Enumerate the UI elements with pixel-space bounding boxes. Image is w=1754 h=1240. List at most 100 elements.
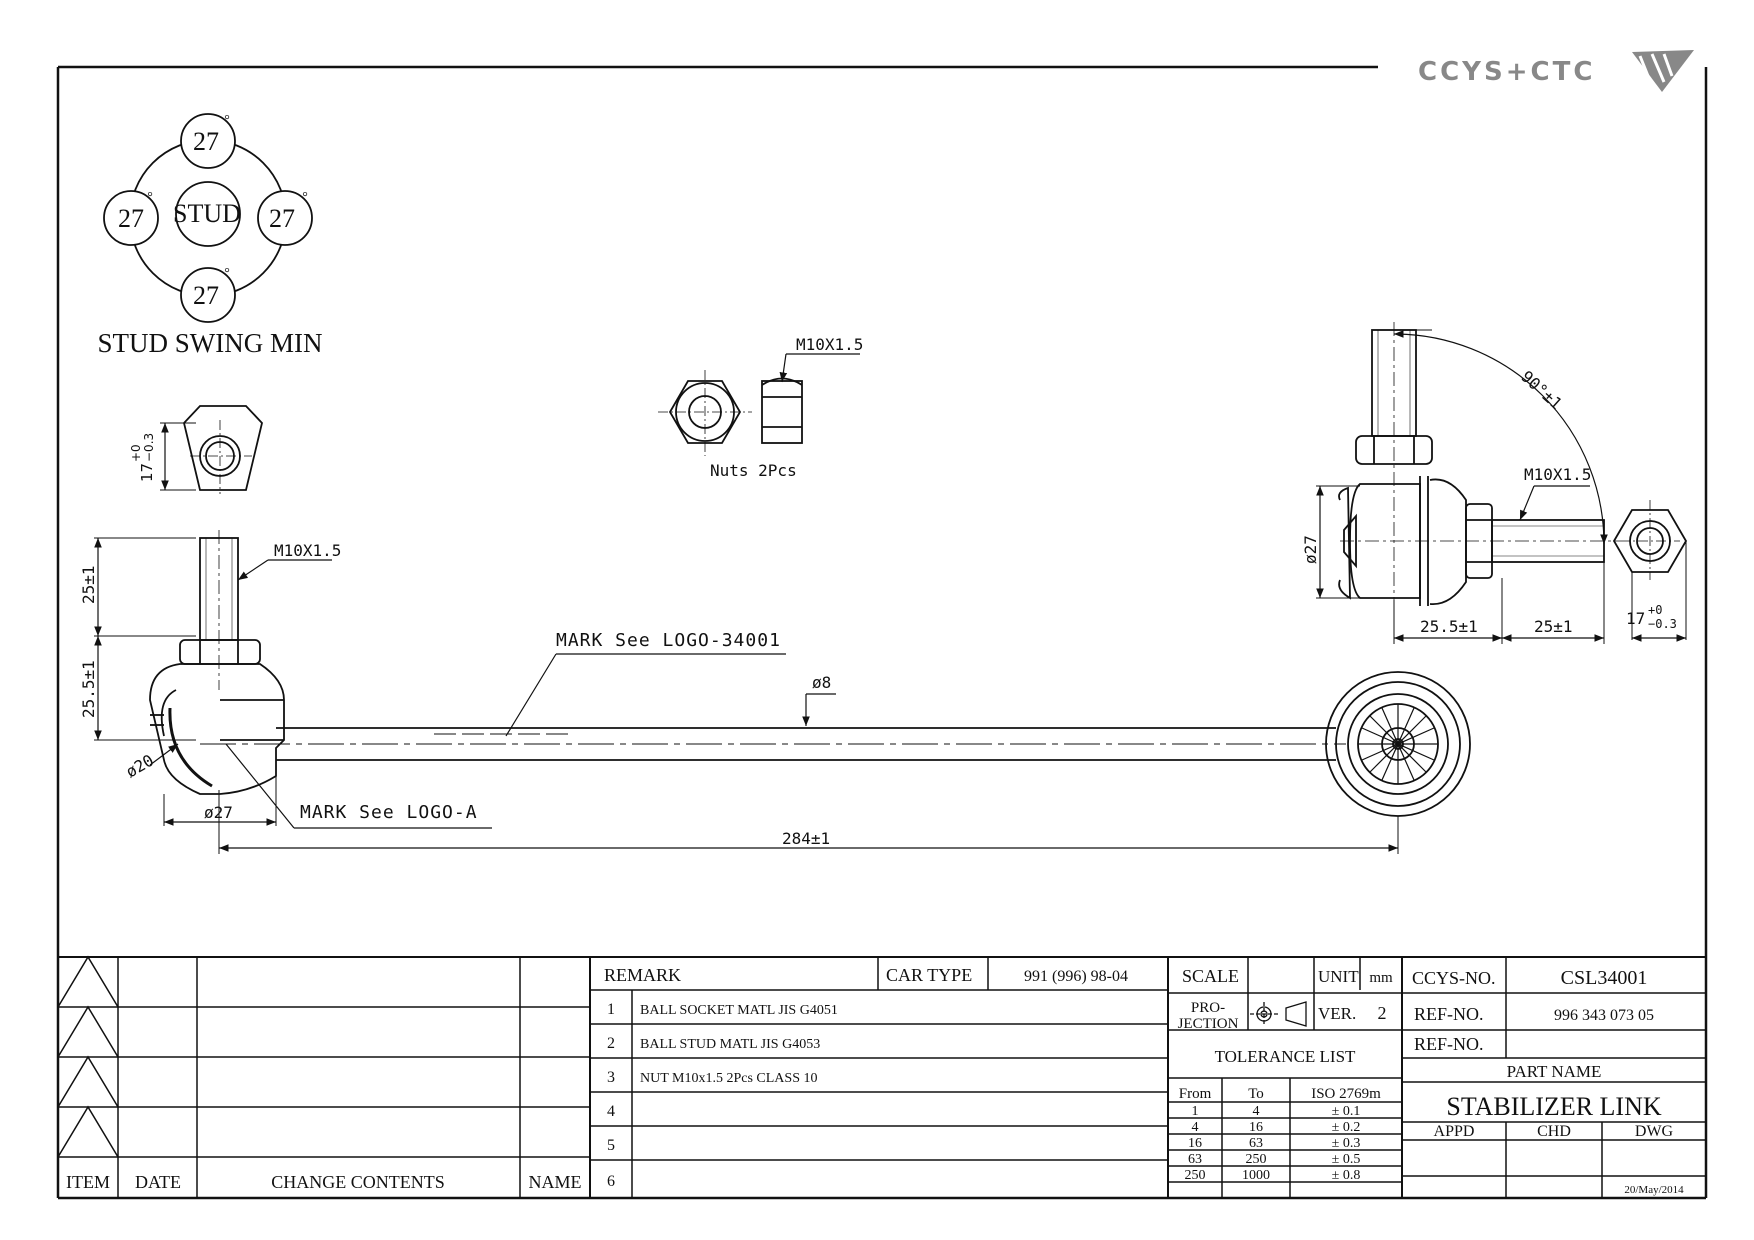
socket-dia-right-label: ø27 [1301, 535, 1320, 564]
svg-text:CCYS+CTC: CCYS+CTC [1418, 57, 1595, 87]
swing-angle-bottom: 27 [193, 281, 219, 310]
svg-text:2: 2 [607, 1035, 615, 1052]
stud-swing-title: STUD SWING MIN [98, 328, 323, 358]
title-block-text: ITEM DATE CHANGE CONTENTS NAME REMARK CA… [66, 965, 1393, 1192]
nut-hex-left-dim: 17 +0 −0.3 [129, 433, 156, 482]
brand-logo: CCYS+CTC [1418, 50, 1694, 92]
svg-text:PRO-: PRO- [1191, 1000, 1225, 1016]
unit-label: UNIT [1318, 967, 1359, 986]
ver-label: VER. [1318, 1004, 1356, 1023]
ccys-no-label: CCYS-NO. [1412, 968, 1496, 988]
tol-row-tol: ± 0.8 [1332, 1168, 1361, 1183]
svg-text:+0: +0 [1648, 603, 1662, 617]
stabilizer-rod [200, 727, 1346, 761]
thread-nuts-label: M10X1.5 [796, 335, 863, 354]
svg-text:−0.3: −0.3 [142, 433, 156, 462]
ccys-no-value: CSL34001 [1561, 967, 1648, 989]
ver-value: 2 [1378, 1003, 1387, 1023]
col-name: NAME [529, 1172, 582, 1192]
mark-logo-a-label: MARK See LOGO-A [300, 802, 478, 823]
thread-left-label: M10X1.5 [274, 541, 341, 560]
nuts-qty-label: Nuts 2Pcs [710, 461, 797, 480]
dimension-texts: 25±1 25.5±1 M10X1.5 ø20 ø27 284±1 MARK S… [79, 367, 1677, 848]
tol-row-tol: ± 0.1 [1332, 1104, 1361, 1119]
car-type-label: CAR TYPE [886, 965, 972, 985]
projection-label: JECTION [1178, 1016, 1239, 1032]
appd-label: APPD [1434, 1123, 1475, 1140]
nut-hex-right [1612, 500, 1688, 640]
drawing-date: 20/May/2014 [1624, 1184, 1684, 1196]
ref-no-label-1: REF-NO. [1414, 1004, 1484, 1024]
svg-text:°: ° [302, 190, 308, 205]
tol-row-tol: ± 0.5 [1332, 1152, 1361, 1167]
swing-angle-top: 27 [193, 127, 219, 156]
ref-no-value-1: 996 343 073 05 [1554, 1007, 1654, 1024]
right-eye-socket [1325, 671, 1471, 817]
socket-height-left: 25.5±1 [79, 660, 98, 718]
ball-dia-label: ø20 [123, 751, 158, 782]
col-date: DATE [135, 1172, 181, 1192]
svg-text:17: 17 [138, 463, 156, 482]
remark-row-3: NUT M10x1.5 2Pcs CLASS 10 [640, 1071, 818, 1086]
tol-row-from: 1 [1192, 1104, 1199, 1119]
mark-logo-rod-label: MARK See LOGO-34001 [556, 630, 781, 651]
part-name-label: PART NAME [1507, 1062, 1602, 1081]
svg-text:3: 3 [607, 1069, 615, 1086]
remark-row-1: BALL SOCKET MATL JIS G4051 [640, 1003, 838, 1018]
tol-row-from: 250 [1185, 1168, 1206, 1183]
brand-mark-icon [1632, 50, 1694, 92]
dimension-lines [94, 329, 1686, 854]
socket-dia-label: ø27 [204, 803, 233, 822]
swing-angle-left: 27 [118, 204, 144, 233]
stud-length-left: 25±1 [79, 565, 98, 604]
nut-hex-right-label: 17 [1626, 609, 1645, 628]
stud-swing-diagram [103, 113, 313, 323]
remark-row-2: BALL STUD MATL JIS G4053 [640, 1037, 820, 1052]
tol-row-from: 16 [1188, 1136, 1202, 1151]
svg-text:ISO 2769m: ISO 2769m [1311, 1086, 1381, 1102]
svg-text:6: 6 [607, 1173, 615, 1190]
svg-text:1: 1 [607, 1001, 615, 1018]
svg-text:5: 5 [607, 1137, 615, 1154]
remark-label: REMARK [604, 965, 681, 985]
left-ball-joint [149, 530, 285, 795]
tol-row-tol: ± 0.2 [1332, 1120, 1361, 1135]
tol-row-from: 63 [1188, 1152, 1202, 1167]
dwg-label: DWG [1635, 1123, 1674, 1140]
title-block-grid [57, 955, 1706, 1198]
rod-dia-label: ø8 [812, 673, 831, 692]
svg-text:°: ° [224, 266, 230, 281]
sheet-border [56, 65, 1708, 1200]
chd-label: CHD [1537, 1123, 1571, 1140]
tol-row-to: 4 [1253, 1104, 1260, 1119]
swing-angle-right: 27 [269, 204, 295, 233]
svg-text:From: From [1179, 1086, 1212, 1102]
overall-length-label: 284±1 [782, 829, 830, 848]
part-name-value: STABILIZER LINK [1446, 1092, 1661, 1121]
unit-value: mm [1369, 970, 1393, 986]
svg-text:−0.3: −0.3 [1648, 617, 1677, 631]
nut-hex-left [160, 405, 263, 494]
svg-text:+0: +0 [129, 444, 143, 462]
stud-len-right-label: 25±1 [1534, 617, 1573, 636]
ref-no-label-2: REF-NO. [1414, 1034, 1484, 1054]
tol-row-tol: ± 0.3 [1332, 1136, 1361, 1151]
projection-symbol-icon [1250, 1001, 1307, 1027]
svg-text:4: 4 [607, 1103, 615, 1120]
stud-swing-text: 27 27 27 27 ° ° ° ° STUD STUD SWING MIN [98, 113, 323, 358]
tol-row-to: 250 [1246, 1152, 1267, 1167]
stud-center-label: STUD [173, 199, 241, 228]
svg-text:To: To [1248, 1086, 1264, 1102]
svg-text:°: ° [224, 113, 230, 128]
tol-row-from: 4 [1192, 1120, 1199, 1135]
tol-row-to: 16 [1249, 1120, 1263, 1135]
col-change-contents: CHANGE CONTENTS [271, 1172, 445, 1192]
car-type-value: 991 (996) 98-04 [1024, 968, 1128, 985]
col-item: ITEM [66, 1172, 110, 1192]
nuts-view [658, 353, 860, 456]
tolerance-title: TOLERANCE LIST [1215, 1047, 1356, 1066]
swing-angle-label: 90°±1 [1517, 367, 1566, 413]
tol-row-to: 1000 [1242, 1168, 1270, 1183]
